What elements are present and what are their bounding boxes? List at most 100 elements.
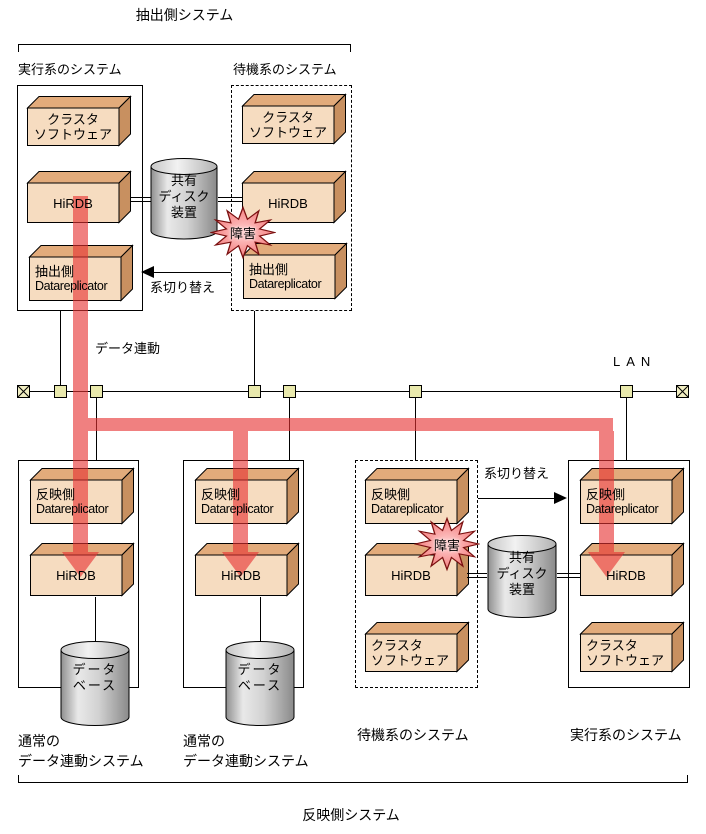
box-cluster-software-top-exec: クラスタソフトウェア [26,95,132,147]
hirdb-label: HiRDB [53,195,93,211]
box3d-shape [26,95,132,147]
box-hirdb-top-exec: HiRDB [26,170,132,224]
switchover-label-top: 系切り替え [150,280,216,295]
shared-disk-label-3: 装置 [508,582,535,597]
hirdb-label: HiRDB [391,568,431,583]
shared-disk-label-3: 装置 [170,205,197,220]
lan-line [30,391,676,392]
lan-tap [90,385,103,398]
connector-lan-to-sys2 [289,398,290,460]
bottom-section-bracket [18,775,688,783]
cluster-label-1: クラスタ [262,110,314,125]
lan-tap [620,385,633,398]
reflect-dr-label-2: Datareplicator [36,502,109,516]
shared-disk-label-2: ディスク [496,566,548,581]
reflect-dr-label-2: Datareplicator [201,502,274,516]
bottom-standby-system-label: 待機系のシステム [357,727,469,743]
normal-system-1-caption-1: 通常の [18,733,60,749]
cluster-label-2: ソフトウェア [586,653,665,668]
top-section-title: 抽出側システム [135,7,234,23]
normal-system-1-caption-2: データ連動システム [18,753,144,769]
database-label-2: ベース [72,678,118,693]
connector-hirdb-to-db-sys2 [260,597,261,642]
data-link-label: データ連動 [95,341,161,356]
database-cylinder-sys2: データ ベース [225,641,295,726]
cluster-label-2: ソフトウェア [248,125,327,140]
box-hirdb-sys2: HiRDB [194,542,300,597]
connector-hirdb-to-db-sys1 [95,597,96,642]
connector-lan-to-exec-bottom [626,398,627,460]
reflect-dr-label-2: Datareplicator [586,502,659,516]
reflect-dr-label-1: 反映側 [371,487,411,502]
hirdb-label: HiRDB [268,195,308,211]
switchover-label-bottom: 系切り替え [484,466,550,481]
connector-standby-top-to-lan [254,311,255,385]
switchover-arrowhead-top [141,266,154,278]
extract-dr-label-2: Datareplicator [35,279,108,293]
switchover-arrowhead-bottom [554,492,567,504]
disk-link-line [131,201,151,202]
extract-dr-label-1: 抽出側 [35,264,75,279]
top-section-bracket [18,44,351,52]
shared-disk-label-2: ディスク [158,189,210,204]
lan-terminator-right [676,385,689,398]
box-hirdb-exec-bottom: HiRDB [579,542,685,597]
cluster-label-1: クラスタ [586,638,638,653]
switchover-arrow-line-bottom [478,498,556,499]
disk-link-line [557,577,580,578]
bottom-section-title: 反映側システム [302,807,400,823]
hirdb-label: HiRDB [56,568,96,583]
database-cylinder-sys1: データ ベース [60,641,130,726]
disk-link-line [218,201,243,202]
database-label-1: データ [72,662,118,677]
disk-link-line [467,577,487,578]
lan-tap [54,385,67,398]
shared-disk-cylinder-top: 共有 ディスク 装置 [150,158,218,240]
box3d-shape [579,621,685,673]
top-exec-system-label: 実行系のシステム [18,62,122,77]
box-hirdb-top-standby: HiRDB [241,170,347,224]
box-cluster-software-standby-bottom: クラスタソフトウェア [364,621,470,673]
connector-exec-top-to-lan [60,311,61,385]
top-standby-system-label: 待機系のシステム [233,62,337,77]
hirdb-label: HiRDB [606,568,646,583]
database-label-1: データ [237,662,283,677]
reflect-dr-label-1: 反映側 [201,487,241,502]
box-cluster-software-top-standby: クラスタソフトウェア [241,93,347,145]
reflect-dr-label-1: 反映側 [586,487,626,502]
cylinder-shape [225,641,295,726]
normal-system-2-caption-1: 通常の [183,733,225,749]
connector-lan-to-sys1 [96,398,97,460]
normal-system-2-caption-2: データ連動システム [183,753,309,769]
bottom-exec-system-label: 実行系のシステム [570,727,682,743]
box3d-shape [364,621,470,673]
lan-terminator-left [17,385,30,398]
box-cluster-software-exec-bottom: クラスタソフトウェア [579,621,685,673]
connector-lan-to-standby-bottom [415,398,416,460]
lan-tap [248,385,261,398]
box3d-shape [241,93,347,145]
database-label-2: ベース [237,678,283,693]
shared-disk-label-1: 共有 [170,173,197,188]
disk-link-line [557,573,580,574]
lan-tap [283,385,296,398]
cluster-label-1: クラスタ [47,112,99,127]
switchover-arrow-line-top [152,272,231,273]
disk-link-line [467,573,487,574]
extract-dr-label-1: 抽出側 [249,262,289,277]
disk-link-line [218,197,243,198]
cluster-label-2: ソフトウェア [371,653,450,668]
hirdb-label: HiRDB [221,568,261,583]
cluster-label-2: ソフトウェア [33,127,112,142]
reflect-dr-label-1: 反映側 [36,487,76,502]
shared-disk-cylinder-bottom: 共有 ディスク 装置 [487,535,557,618]
extract-dr-label-2: Datareplicator [249,277,322,291]
lan-label: LAN [613,354,657,369]
reflect-dr-label-2: Datareplicator [371,502,444,516]
